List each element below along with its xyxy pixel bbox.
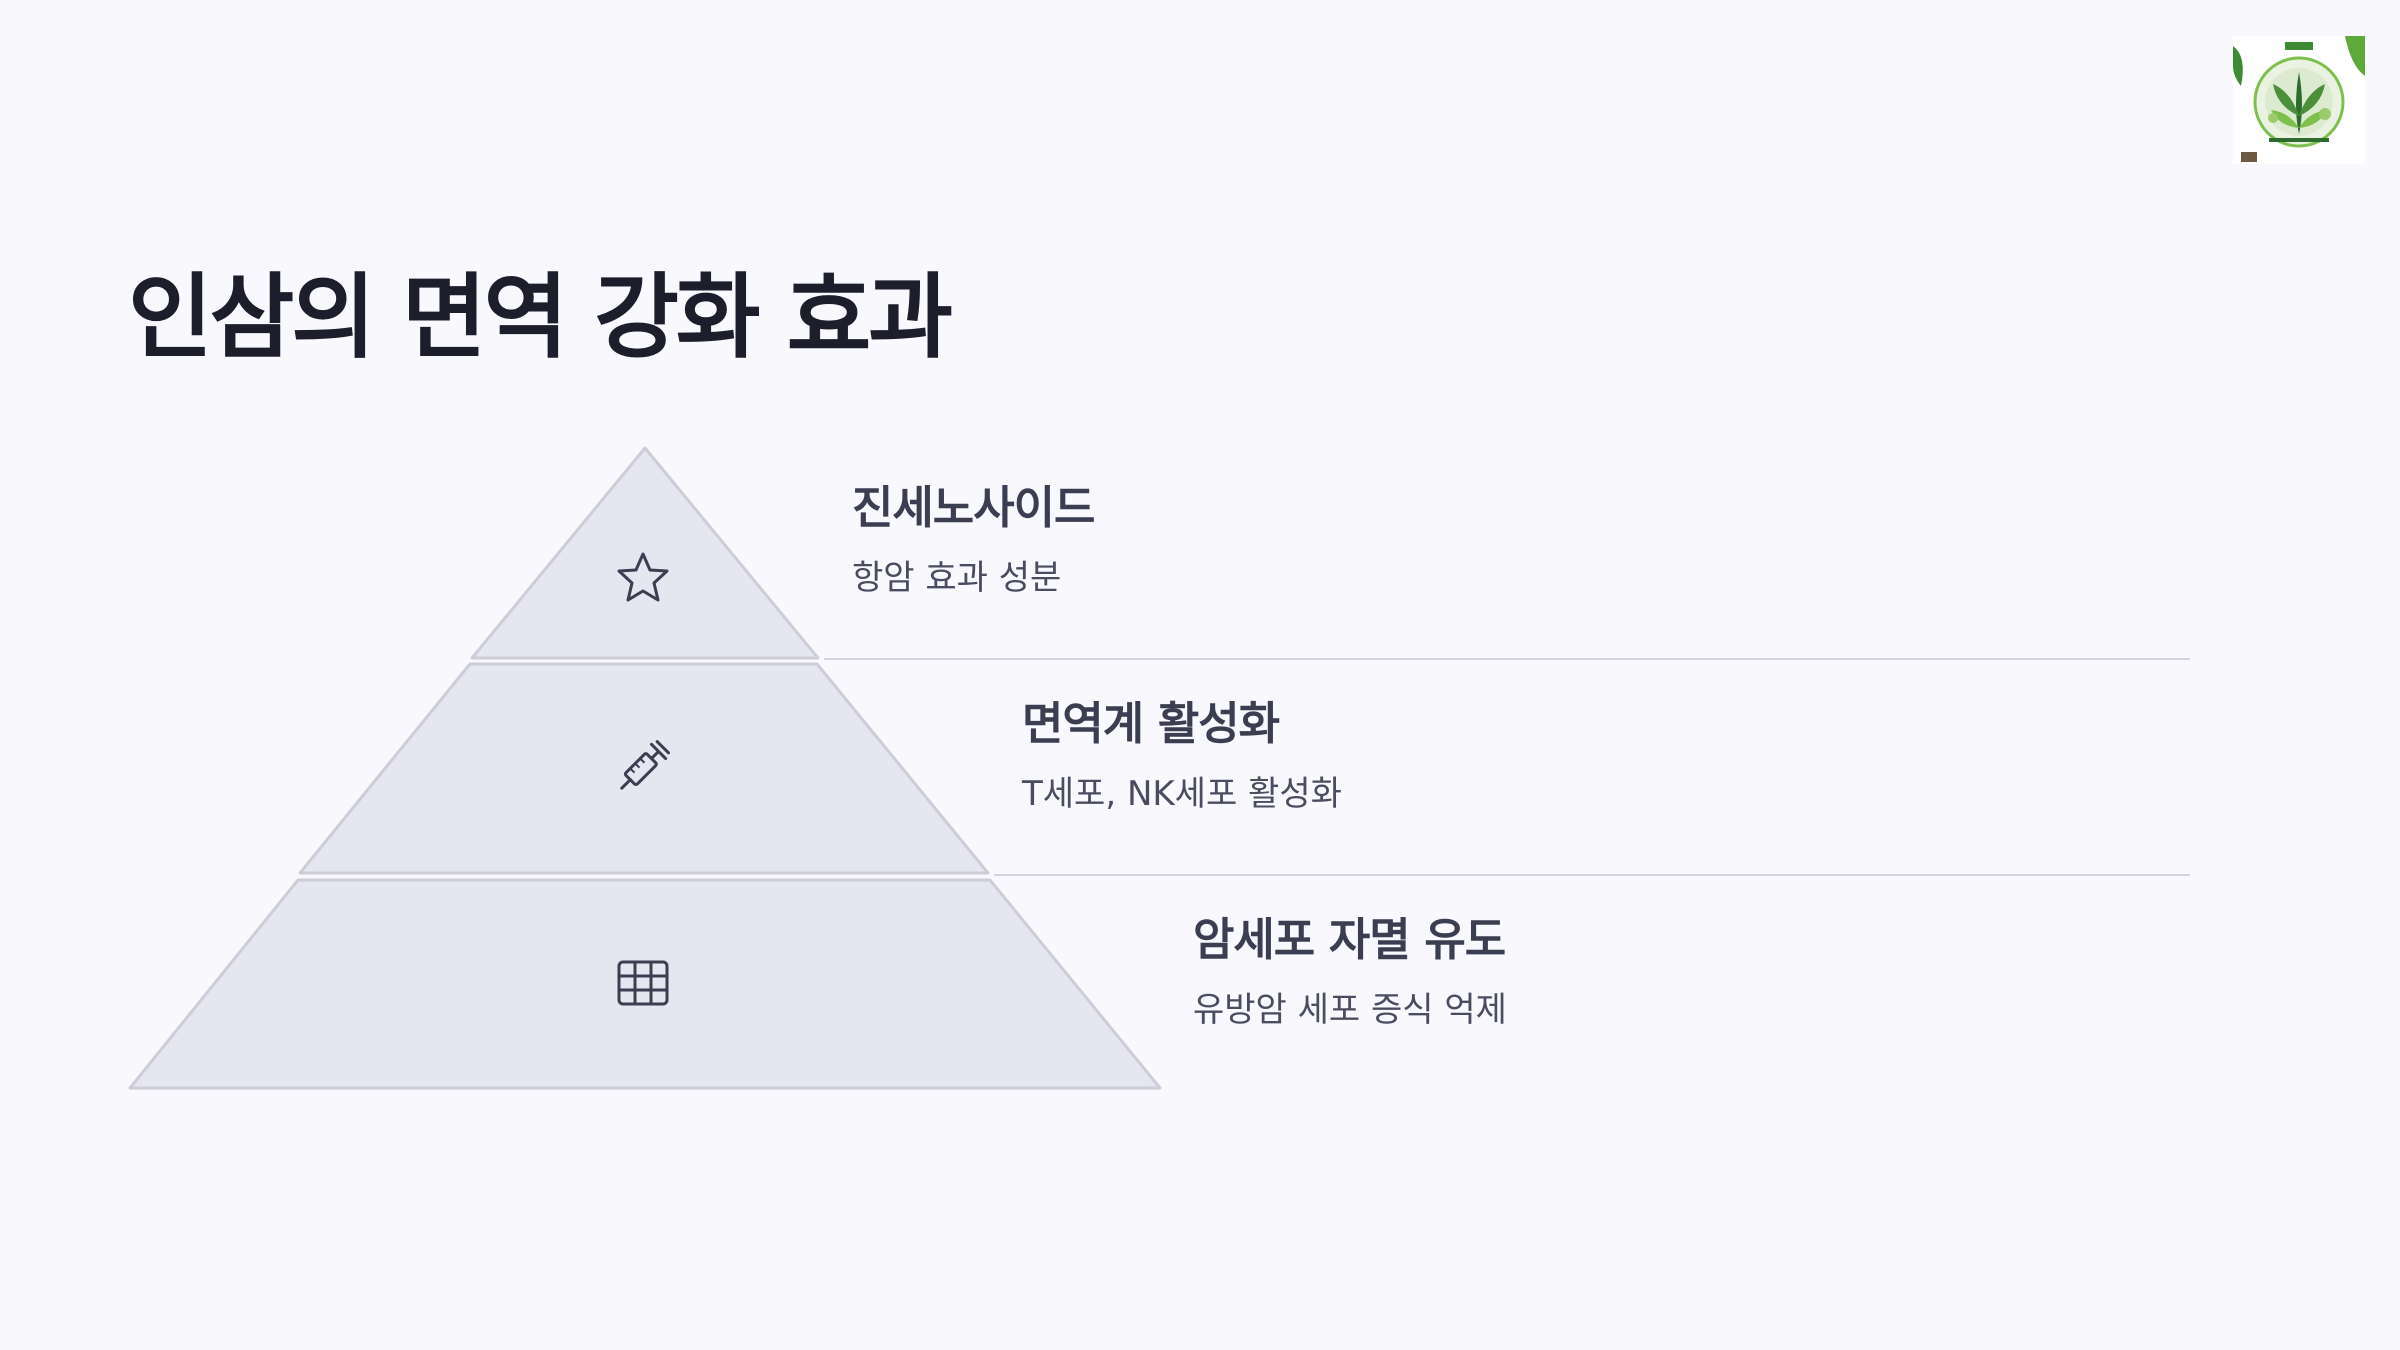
logo: [2233, 36, 2365, 164]
tier-2-description: T세포, NK세포 활성화: [1022, 774, 1342, 814]
tier-1-description: 항암 효과 성분: [852, 558, 1062, 598]
star-icon: [617, 552, 669, 602]
grid-icon: [617, 960, 669, 1006]
page-title: 인삼의 면역 강화 효과: [128, 264, 953, 371]
tier-2-heading: 면역계 활성화: [1022, 697, 1280, 750]
tier-3-text: 암세포 자멸 유도 유방암 세포 증식 억제: [1193, 910, 1507, 1032]
divider-1: [824, 658, 2190, 660]
pyramid-tier-3: [128, 878, 1162, 1090]
herbal-emblem-icon: [2233, 36, 2365, 164]
divider-2: [994, 874, 2190, 876]
tier-3-heading: 암세포 자멸 유도: [1193, 913, 1506, 966]
tier-1-heading: 진세노사이드: [852, 481, 1095, 534]
pyramid-tier-1: [470, 446, 820, 660]
pyramid-tier-2: [298, 662, 990, 875]
tier-3-description: 유방암 세포 증식 억제: [1193, 990, 1507, 1030]
syringe-icon: [620, 740, 670, 790]
tier-1-text: 진세노사이드 항암 효과 성분: [852, 478, 1095, 600]
tier-2-text: 면역계 활성화 T세포, NK세포 활성화: [1022, 694, 1342, 816]
